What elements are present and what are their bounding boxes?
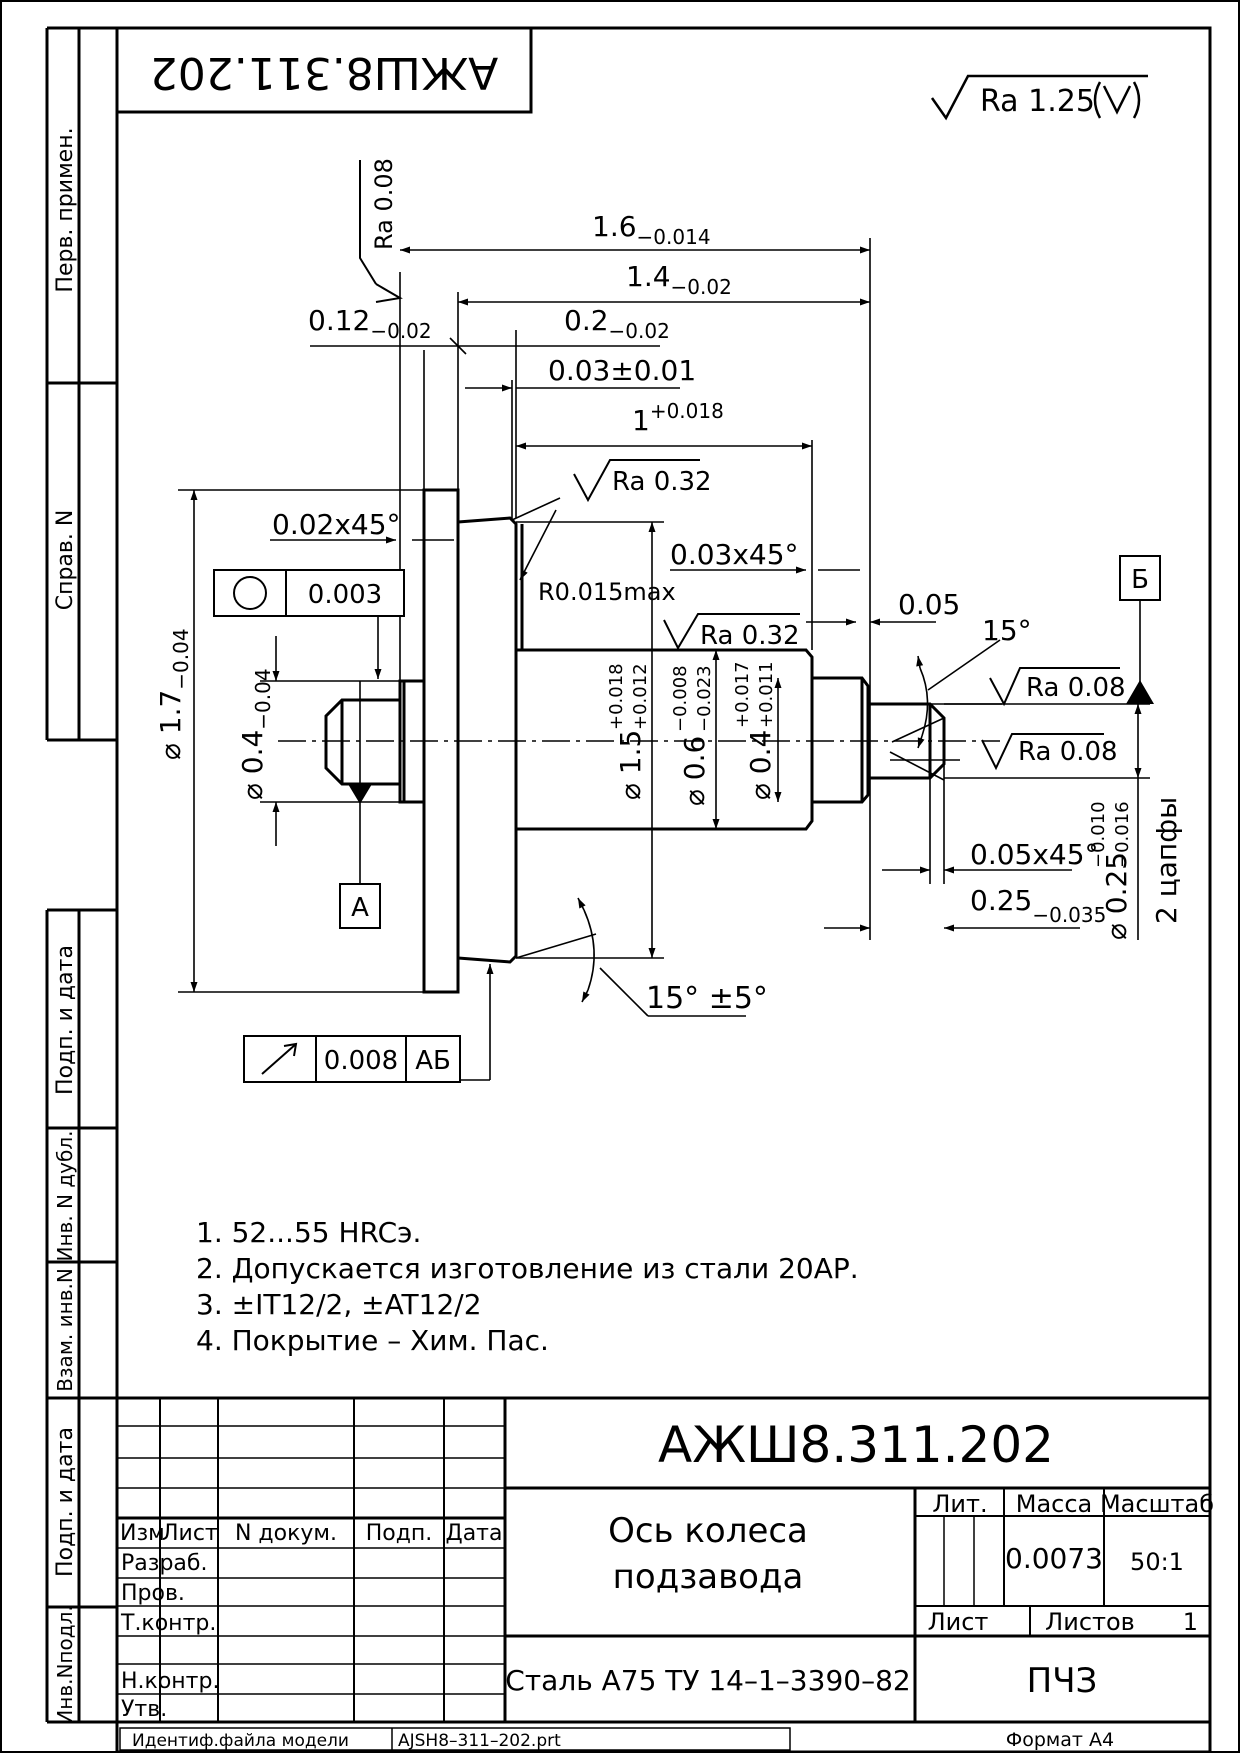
dim-dia-1-5: ⌀ 1.5 [614,730,647,800]
value-scale: 50:1 [1130,1548,1184,1576]
dim-dia-0-25-tol-up: −0.010 [1088,801,1109,868]
footer-model-label: Идентиф.файла модели [132,1731,349,1751]
dim-dia-0-4-right-tol-lo: +0.011 [756,661,777,728]
dim-dia-0-6-tol-lo: −0.023 [694,665,715,732]
runout-frame [243,1035,461,1083]
dim-angle-15: 15° [982,614,1032,647]
dim-0-12: 0.12−0.02 [308,304,432,343]
dim-dia-0-4-right-tol-up: +0.017 [732,661,753,728]
col-doc: N докум. [235,1521,337,1546]
label-sheets: Листов [1045,1608,1135,1636]
side-label-podp-data-1: Подп. и дата [53,945,78,1095]
datum-b-triangle [1126,680,1154,704]
roughness-r1: Ra 0.08 [370,158,398,250]
dim-chamfer-2: 0.03x45° [670,538,799,571]
note-1: 1. 52...55 HRCэ. [196,1216,421,1249]
roughness-r2: Ra 0.32 [612,467,712,497]
datum-a-label: А [351,893,369,923]
roughness-r5: Ra 0.08 [1018,737,1118,767]
roughness-symbols [359,160,1120,771]
dim-dia-1-5-tol-up: +0.018 [606,663,627,730]
side-label-inv-podl: Инв.Nподл. [53,1605,77,1724]
side-columns [45,26,117,1724]
mirrored-designation-box [115,26,533,114]
side-label-perv-primen: Перв. примен. [53,127,78,292]
row-tkontr: Т.контр. [120,1611,216,1636]
title-block-grid [117,1396,1210,1751]
col-data: Дата [446,1521,503,1546]
datum-a-box [339,883,381,929]
label-mass: Масса [1016,1490,1093,1518]
label-scale: Масштаб [1100,1490,1214,1518]
runout-value: 0.008 [324,1046,398,1076]
roundness-icon [233,576,267,610]
side-label-podp-data-2: Подп. и дата [53,1427,78,1577]
footer-model-file: AJSH8–311–202.prt [398,1731,561,1751]
dim-0-05: 0.05 [898,588,960,621]
dim-dia-1-5-tol-lo: +0.012 [630,663,651,730]
row-utv: Утв. [121,1697,167,1722]
side-label-inv-dubl: Инв. N дубл. [53,1131,77,1262]
col-list: Лист [162,1521,218,1546]
general-roughness-label: Ra 1.25 [980,84,1095,119]
dim-radius: R0.015max [538,578,676,606]
col-izm: Изм [120,1521,165,1546]
dim-dia-0-25-tol-lo: −0.016 [1112,801,1133,868]
footer-format: Формат А4 [1006,1729,1114,1751]
title-name-line1: Ось колеса [608,1511,808,1551]
dim-0-03: 0.03±0.01 [548,354,696,387]
dim-dia-1-7: ⌀ 1.7−0.04 [154,628,193,760]
roundness-frame [213,569,405,617]
dim-dia-0-4-right: ⌀ 0.4 [744,730,777,800]
row-nkontr: Н.контр. [121,1669,219,1694]
side-label-sprav-n: Справ. N [53,510,78,611]
col-podp: Подп. [366,1521,433,1546]
label-sheet: Лист [928,1608,989,1636]
drawing-frame [115,26,1212,1753]
general-roughness-symbol [930,74,1148,121]
dim-chamfer-3: 0.05x45° [970,838,1099,871]
value-sheets: 1 [1183,1608,1198,1636]
dimension-lines [178,238,1150,1081]
row-prov: Пров. [121,1581,185,1606]
dim-0-2: 0.2−0.02 [564,304,670,343]
roughness-r4: Ra 0.08 [1026,673,1126,703]
datum-b-box [1119,555,1161,601]
note-2: 2. Допускается изготовление из стали 20А… [196,1252,859,1285]
value-org: ПЧЗ [1027,1661,1098,1701]
dim-dia-0-25: ⌀ 0.25 [1100,852,1133,940]
row-razrab: Разраб. [121,1551,207,1576]
runout-datum: АБ [415,1046,451,1076]
roughness-r3: Ra 0.32 [700,621,800,651]
title-material: Сталь А75 ТУ 14–1–3390–82 [505,1664,910,1697]
title-designation: АЖШ8.311.202 [658,1416,1054,1474]
dim-dia-0-4-left: ⌀ 0.4−0.04 [236,668,275,800]
dim-chamfer-1: 0.02x45° [272,508,401,541]
dim-two-pins: 2 цапфы [1150,797,1183,924]
value-mass: 0.0073 [1005,1542,1103,1575]
note-4: 4. Покрытие – Хим. Пас. [196,1324,549,1357]
dim-dia-0-6-tol-up: −0.008 [670,665,691,732]
dim-1-6: 1.6−0.014 [592,210,711,249]
datum-b-label: Б [1131,565,1149,595]
dim-1-4: 1.4−0.02 [626,260,732,299]
mirrored-designation: АЖШ8.311.202 [150,47,498,98]
dim-angle-15-5: 15° ±5° [646,981,768,1016]
note-3: 3. ±IT12/2, ±AT12/2 [196,1288,482,1321]
title-name-line2: подзавода [613,1557,804,1597]
runout-arrow-icon [261,1042,298,1075]
datum-a-triangle [348,784,372,804]
dim-0-25: 0.25−0.035 [970,884,1106,927]
label-lit: Лит. [932,1490,987,1518]
dim-1: 1+0.018 [632,399,724,437]
roundness-value: 0.003 [308,580,382,610]
dim-dia-0-6: ⌀ 0.6 [678,736,711,806]
side-label-vzam-inv: Взам. инв.N [53,1268,77,1392]
